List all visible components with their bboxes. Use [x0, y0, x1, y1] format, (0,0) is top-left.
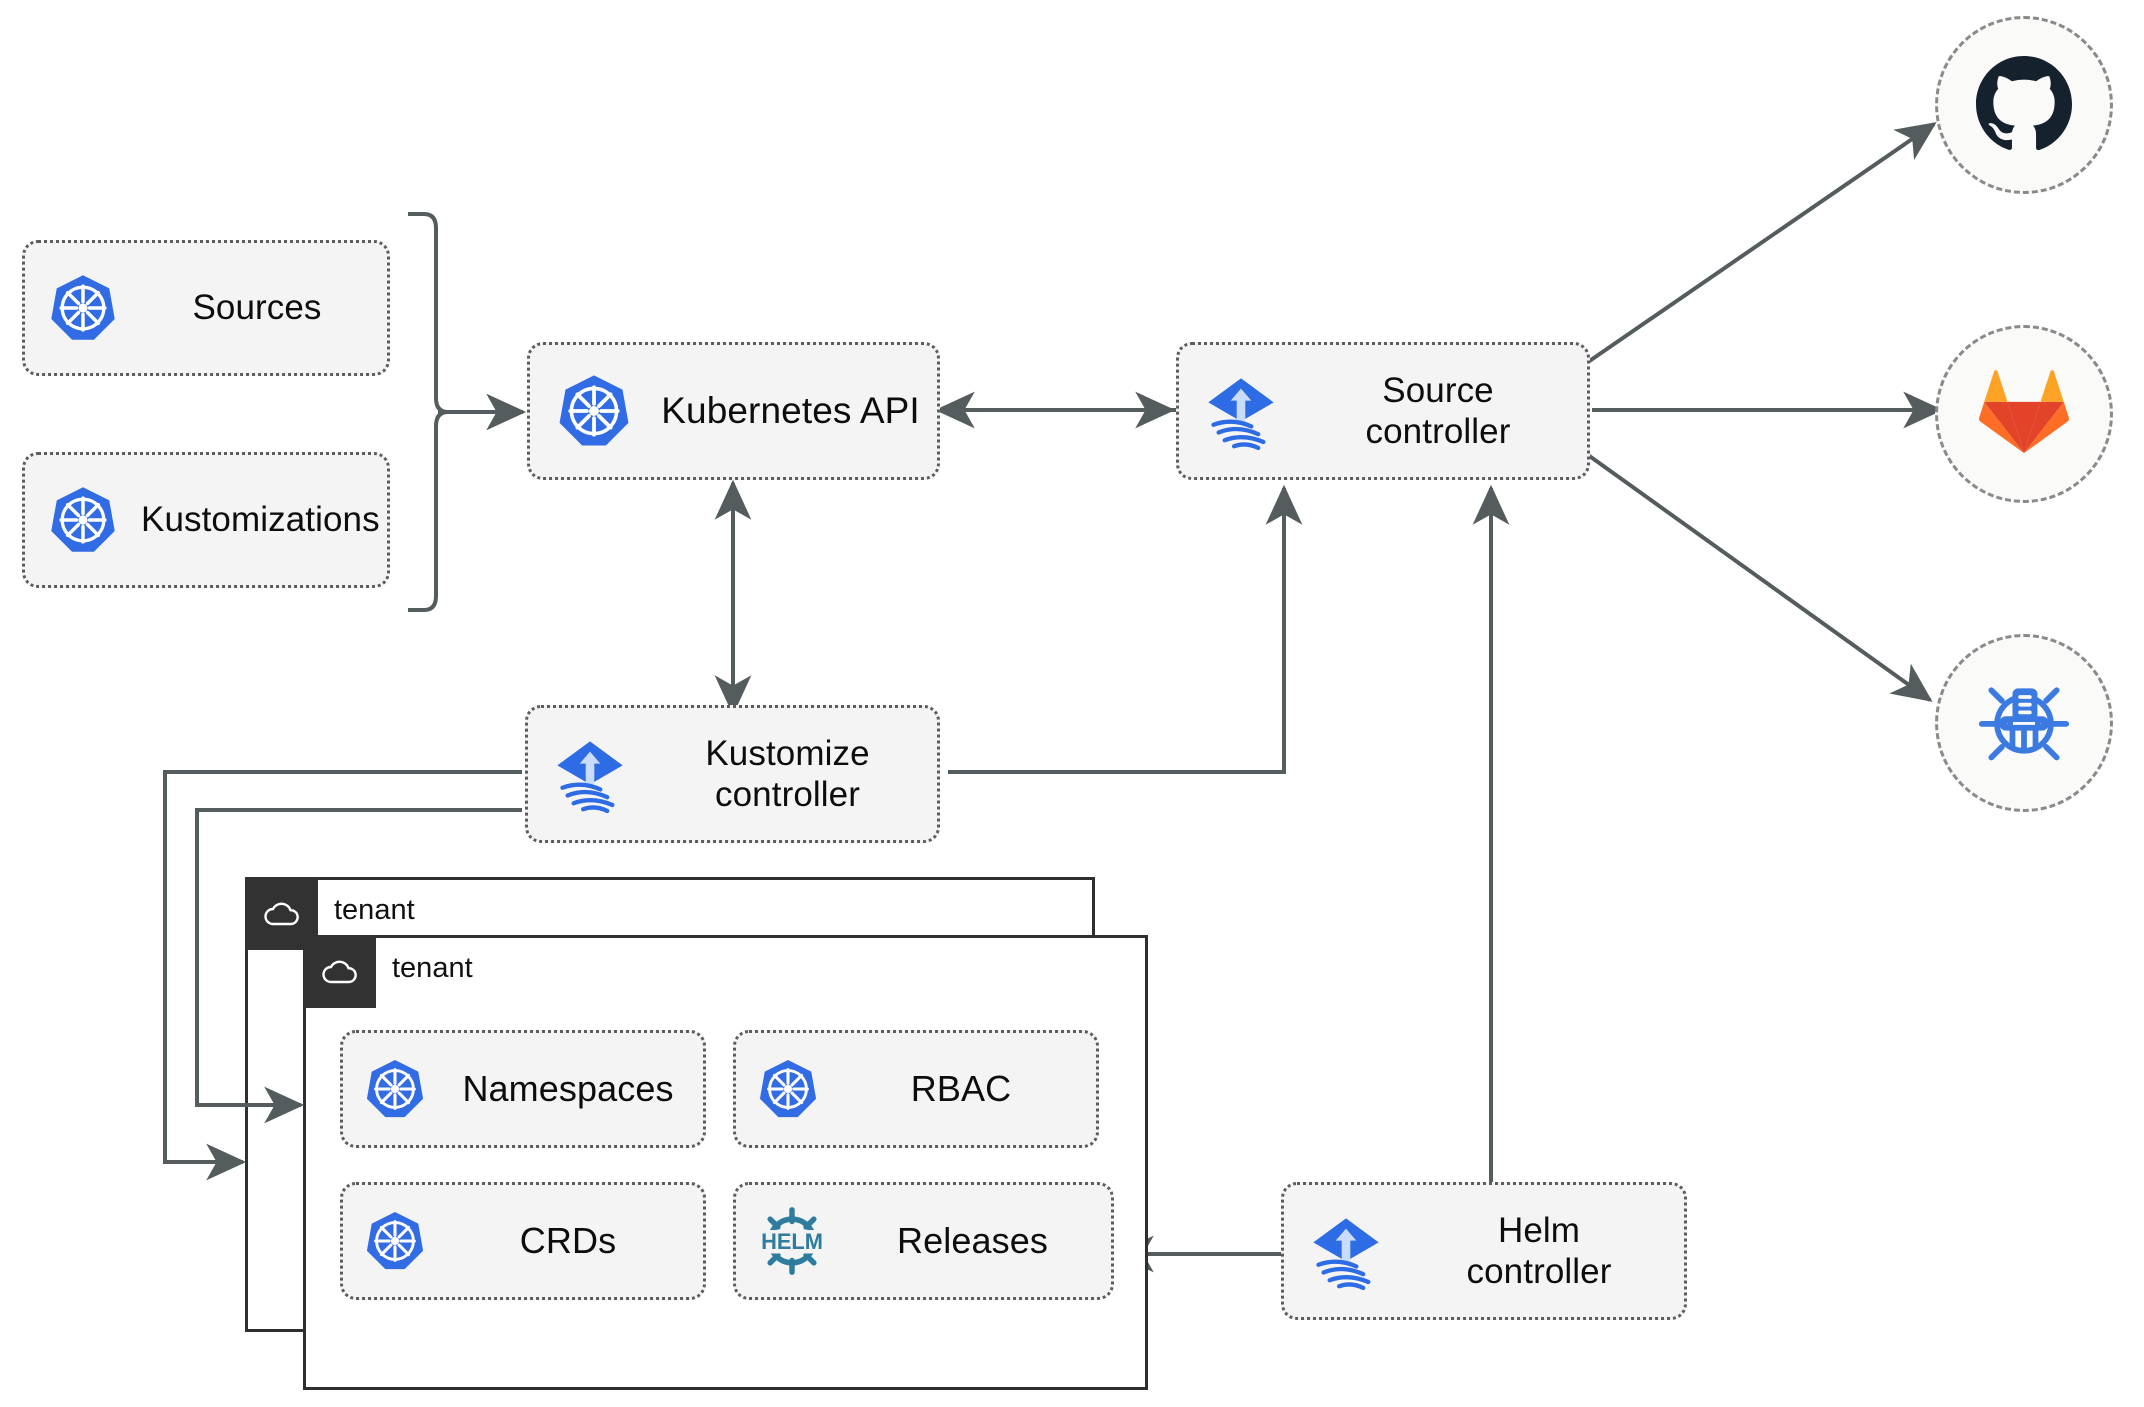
- node-label: Kustomizations: [141, 500, 380, 540]
- kubernetes-icon: [25, 272, 141, 344]
- tenant-label: tenant: [334, 894, 415, 926]
- svg-text:HELM: HELM: [761, 1229, 823, 1254]
- node-label: Helm controller: [1466, 1210, 1612, 1291]
- node-kustomizations[interactable]: Kustomizations: [22, 452, 390, 588]
- kubernetes-icon: [343, 1057, 447, 1121]
- provider-github[interactable]: [1935, 16, 2113, 194]
- provider-gitlab[interactable]: [1935, 325, 2113, 503]
- flux-icon: [1284, 1208, 1408, 1294]
- node-label: RBAC: [910, 1067, 1012, 1109]
- node-rbac[interactable]: RBAC: [733, 1030, 1099, 1148]
- group-brace: [408, 212, 527, 612]
- node-label: Releases: [897, 1219, 1048, 1261]
- node-label: Kustomize controller: [705, 733, 870, 814]
- node-crds[interactable]: CRDs: [340, 1182, 706, 1300]
- kubernetes-icon: [343, 1209, 447, 1273]
- node-kustomize-controller[interactable]: Kustomize controller: [525, 705, 940, 843]
- node-sources[interactable]: Sources: [22, 240, 390, 376]
- helm-icon: HELM: [736, 1200, 848, 1282]
- provider-bucket[interactable]: [1935, 634, 2113, 812]
- node-label: Sources: [192, 288, 322, 328]
- kubernetes-icon: [530, 372, 658, 450]
- kubernetes-icon: [736, 1057, 840, 1121]
- kubernetes-icon: [25, 484, 141, 556]
- node-kubernetes-api[interactable]: Kubernetes API: [527, 342, 940, 480]
- cloud-icon: [303, 935, 376, 1008]
- node-label: Namespaces: [462, 1067, 674, 1109]
- gitlab-icon: [1978, 369, 2070, 460]
- node-helm-controller[interactable]: Helm controller: [1281, 1182, 1687, 1320]
- bucket-icon: [1976, 673, 2072, 774]
- node-label: CRDs: [519, 1219, 617, 1261]
- node-releases[interactable]: HELM Releases: [733, 1182, 1114, 1300]
- node-source-controller[interactable]: Source controller: [1176, 342, 1590, 480]
- tenant-group-front: tenant: [303, 935, 1148, 1390]
- node-namespaces[interactable]: Namespaces: [340, 1030, 706, 1148]
- edge-kustomize-source: [948, 484, 1303, 774]
- node-label: Source controller: [1365, 370, 1511, 451]
- node-label: Kubernetes API: [661, 390, 920, 432]
- tenant-label: tenant: [392, 952, 473, 984]
- github-icon: [1976, 55, 2073, 156]
- flux-icon: [528, 731, 652, 817]
- edge-source-providers: [1586, 122, 1944, 702]
- flux-icon: [1179, 368, 1303, 454]
